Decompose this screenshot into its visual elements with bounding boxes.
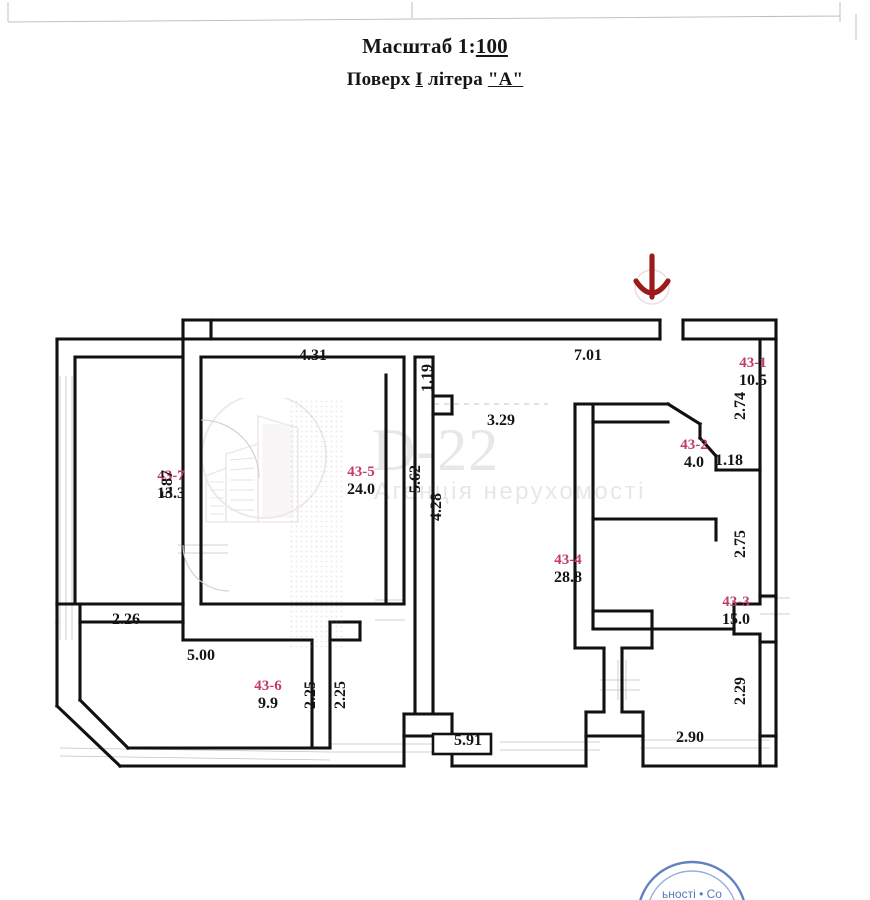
- floor-title: Поверх I літера "А": [0, 69, 870, 91]
- dimension-label: 3.29: [487, 412, 515, 429]
- dimension-label: 5.62: [407, 465, 424, 493]
- room-area: 4.0: [684, 454, 704, 471]
- window-openings: [431, 732, 493, 756]
- room-area: 10.5: [739, 372, 767, 389]
- scale-label: Масштаб 1:: [362, 34, 476, 58]
- room-number: 43-6: [254, 678, 282, 694]
- dimension-label: 2.74: [732, 392, 749, 420]
- floor-roman: I: [415, 69, 424, 90]
- room-area: 13.3: [157, 485, 185, 502]
- room-area: 15.0: [722, 611, 750, 628]
- room-number: 43-4: [554, 552, 582, 568]
- page-border: [7, 2, 857, 40]
- dimension-label: 5.87: [159, 470, 176, 498]
- down-arrow-marker-icon: [630, 253, 674, 307]
- dimension-label: 7.01: [574, 347, 602, 364]
- scale-value: 100: [475, 34, 508, 58]
- dimension-label: 2.25: [302, 681, 319, 709]
- floor-letter: "А": [487, 69, 524, 90]
- dimension-label: 5.91: [454, 732, 482, 749]
- room-number: 43-2: [680, 437, 708, 453]
- dimension-label: 2.26: [112, 611, 140, 628]
- room-area: 28.8: [554, 569, 582, 586]
- wall-outlines: [54, 318, 778, 769]
- room-number: 43-1: [739, 355, 767, 371]
- door-swing-arcs: [182, 419, 260, 592]
- dimension-label: 1.19: [419, 364, 436, 392]
- room-43-5-hatch: [290, 400, 346, 650]
- dimension-label: 2.25: [332, 681, 349, 709]
- dimension-guide-lines: [59, 376, 790, 761]
- room-area: 24.0: [347, 481, 375, 498]
- room-number: 43-5: [347, 464, 375, 480]
- floor-prefix: Поверх: [346, 69, 416, 90]
- dimension-label: 1.18: [715, 452, 743, 469]
- room-area: 9.9: [258, 695, 278, 712]
- dimension-label: 2.90: [676, 729, 704, 746]
- dimension-label: 4.31: [299, 347, 327, 364]
- dimension-label: 5.00: [187, 647, 215, 664]
- dimension-label: 4.28: [428, 493, 445, 521]
- scale-title: Масштаб 1:100: [0, 34, 870, 59]
- room-number: 43-3: [722, 594, 750, 610]
- floor-mid: літера: [423, 69, 488, 90]
- dimension-label: 2.29: [732, 677, 749, 705]
- title-block: Масштаб 1:100 Поверх I літера "А": [0, 34, 870, 91]
- room-number: 43-7: [157, 468, 185, 484]
- dimension-label: 2.75: [732, 530, 749, 558]
